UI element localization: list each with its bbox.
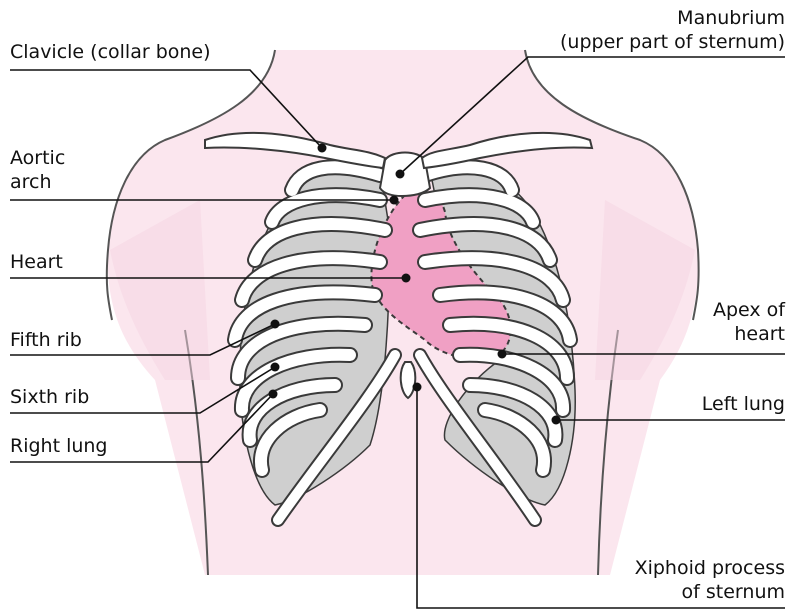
label-fifth-rib-text: Fifth rib <box>10 328 82 352</box>
label-clavicle: Clavicle (collar bone) <box>10 40 211 64</box>
label-apex-line1: Apex of <box>713 298 785 322</box>
label-xiphoid-line1: Xiphoid process <box>635 556 785 580</box>
label-right-lung: Right lung <box>10 434 108 458</box>
label-aortic-arch-line1: Aortic <box>10 146 65 170</box>
label-aortic-arch: Aortic arch <box>10 146 65 194</box>
label-manubrium-line2: (upper part of sternum) <box>560 30 785 54</box>
label-clavicle-text: Clavicle (collar bone) <box>10 40 211 64</box>
label-heart-text: Heart <box>10 250 63 274</box>
label-aortic-arch-line2: arch <box>10 170 65 194</box>
label-sixth-rib: Sixth rib <box>10 385 89 409</box>
label-xiphoid: Xiphoid process of sternum <box>635 556 785 604</box>
label-apex-line2: heart <box>713 322 785 346</box>
label-manubrium: Manubrium (upper part of sternum) <box>560 6 785 54</box>
label-sixth-rib-text: Sixth rib <box>10 385 89 409</box>
xiphoid <box>401 362 416 398</box>
label-right-lung-text: Right lung <box>10 434 108 458</box>
label-manubrium-line1: Manubrium <box>560 6 785 30</box>
label-apex: Apex of heart <box>713 298 785 346</box>
label-fifth-rib: Fifth rib <box>10 328 82 352</box>
label-heart: Heart <box>10 250 63 274</box>
label-left-lung-text: Left lung <box>702 392 785 416</box>
label-xiphoid-line2: of sternum <box>635 580 785 604</box>
label-left-lung: Left lung <box>702 392 785 416</box>
